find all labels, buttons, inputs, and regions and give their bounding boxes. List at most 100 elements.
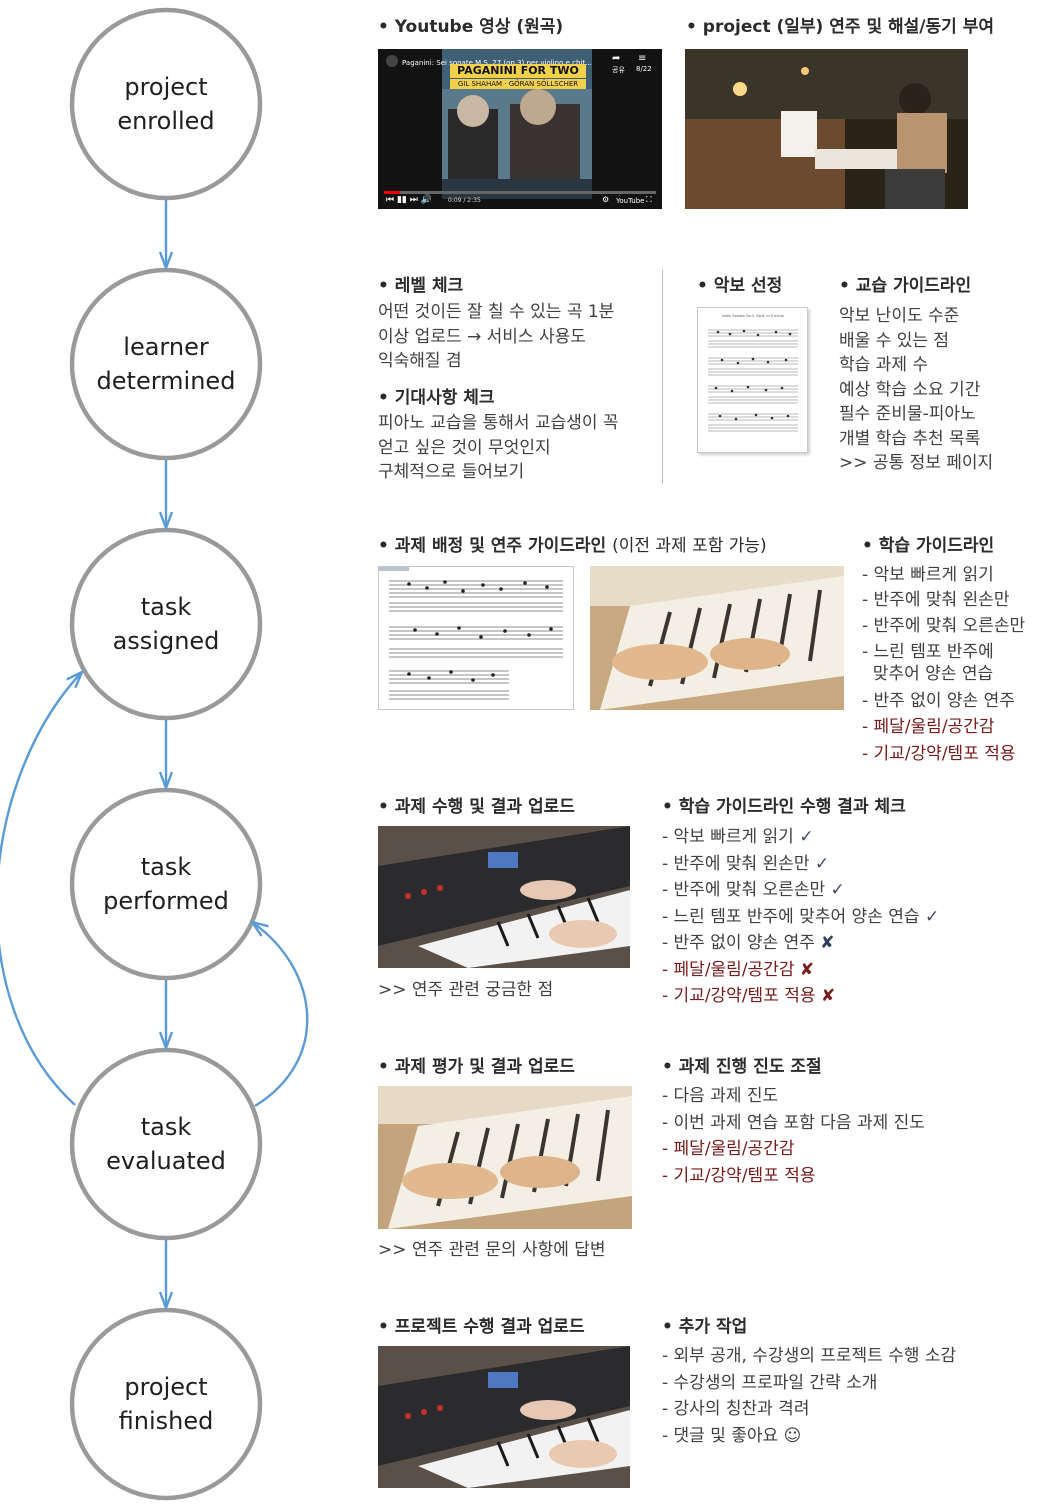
checkmark-icon: ✓	[924, 906, 940, 927]
stage-label-line: learner	[123, 333, 209, 361]
stage-label-line: project	[124, 1373, 208, 1401]
checkmark-icon: ✓	[814, 853, 830, 874]
stage-label-line: enrolled	[117, 107, 215, 135]
cross-icon: ✘	[820, 933, 835, 953]
performance-photo	[378, 826, 630, 968]
learning-guideline-heading: 학습 가이드라인	[862, 531, 994, 556]
share-icon[interactable]: ➦	[612, 53, 621, 64]
extra-work-item: - 외부 공개, 수강생의 프로젝트 수행 소감	[662, 1346, 957, 1366]
stage-label-project-finished: project finished	[70, 1370, 262, 1438]
learning-guideline-item: - 반주에 맞춰 왼손만	[862, 590, 1010, 610]
flow-diagram	[0, 7, 309, 1501]
stage-label-line: evaluated	[106, 1147, 226, 1175]
stage-circle-task-assigned	[69, 527, 263, 721]
project-demo-heading: project (일부) 연주 및 해설/동기 부여	[686, 12, 994, 37]
evaluation-photo	[378, 1086, 632, 1229]
expectation-check-heading: 기대사항 체크	[378, 383, 495, 408]
task-assignment-heading-main: 과제 배정 및 연주 가이드라인	[394, 536, 607, 556]
guideline-item: 학습 과제 수	[839, 355, 929, 375]
playlist-count: 8/22	[636, 65, 652, 73]
level-check-line: 익숙해질 겸	[378, 351, 462, 371]
guideline-check-list: - 악보 빠르게 읽기 ✓ - 반주에 맞춰 왼손만 ✓ - 반주에 맞춰 오른…	[662, 824, 939, 1010]
assigned-score-excerpt	[378, 566, 574, 710]
progress-item: - 이번 과제 연습 포함 다음 과제 진도	[662, 1112, 925, 1133]
learning-guideline-item: - 기교/강약/템포 적용	[862, 744, 1016, 764]
project-result-photo	[378, 1346, 630, 1488]
stage-circle-project-enrolled	[69, 7, 263, 201]
level-check-text: 어떤 것이든 잘 칠 수 있는 곡 1분 이상 업로드 → 서비스 사용도 익숙…	[378, 300, 614, 374]
check-item-text: - 반주에 맞춰 오른손만	[662, 880, 826, 900]
stage-circle-task-performed	[69, 787, 263, 981]
task-performance-heading: 과제 수행 및 결과 업로드	[378, 792, 575, 817]
piano-player-image	[685, 49, 968, 209]
common-info-page-link[interactable]: >> 공통 정보 페이지	[839, 453, 994, 473]
piano-hands-image	[378, 1086, 632, 1229]
check-item-text: - 느린 템포 반주에 맞추어 양손 연습	[662, 906, 920, 927]
learning-guideline-item: - 페달/울림/공간감	[862, 717, 995, 737]
learning-guideline-item: 맞추어 양손 연습	[862, 664, 994, 684]
album-artists: GIL SHAHAM · GÖRAN SÖLLSCHER	[450, 79, 586, 89]
learning-guideline-item: - 느린 템포 반주에	[862, 642, 994, 662]
performance-answer-link[interactable]: >> 연주 관련 문의 사항에 답변	[378, 1240, 606, 1260]
check-item: - 반주에 맞춰 오른손만 ✓	[662, 877, 939, 904]
expectation-check-text: 피아노 교습을 통해서 교습생이 꼭 얻고 싶은 것이 무엇인지 구체적으로 들…	[378, 411, 619, 485]
performance-question-link[interactable]: >> 연주 관련 궁금한 점	[378, 980, 554, 1000]
video-progress-bar[interactable]	[384, 191, 656, 194]
player-controls[interactable]: ⏮ ▮▮ ⏭ 🔊	[386, 195, 432, 205]
teaching-guideline-list: 악보 난이도 수준 배울 수 있는 점 학습 과제 수 예상 학습 소요 기간 …	[839, 304, 993, 476]
score-thumbnail: Violin Sonata Op.3, No.6, in E minor	[697, 307, 808, 453]
stage-circle-project-finished	[69, 1307, 263, 1501]
project-demo-photo	[685, 49, 968, 209]
settings-icon[interactable]: ⚙	[602, 195, 610, 204]
extra-work-item: - 수강생의 프로파일 간략 소개	[662, 1372, 878, 1393]
progress-item: - 페달/울림/공간감	[662, 1139, 795, 1159]
stage-label-line: task	[140, 1113, 192, 1141]
check-item-text: - 반주 없이 양손 연주	[662, 933, 815, 953]
checkmark-icon: ✓	[799, 827, 814, 847]
check-item: - 페달/울림/공간감 ✘	[662, 957, 939, 984]
check-item-text: - 페달/울림/공간감	[662, 959, 795, 980]
stage-label-learner-determined: learner determined	[70, 330, 262, 398]
share-label: 공유	[612, 66, 625, 74]
stage-label-line: finished	[118, 1407, 214, 1435]
cross-icon: ✘	[799, 959, 815, 980]
stage-label-line: project	[124, 73, 208, 101]
learning-guideline-item: - 반주 없이 양손 연주	[862, 691, 1015, 711]
checkmark-icon: ✓	[830, 880, 845, 900]
score-tab	[379, 567, 409, 571]
guideline-item: 악보 난이도 수준	[839, 306, 960, 326]
youtube-player[interactable]: Paganini: Sei sonate M.S. 27 (op.3) per …	[378, 49, 662, 209]
level-check-heading: 레벨 체크	[378, 271, 463, 296]
extra-work-list: - 외부 공개, 수강생의 프로젝트 수행 소감 - 수강생의 프로파일 간략 …	[662, 1343, 956, 1449]
score-staff-lines	[708, 329, 798, 432]
youtube-heading: Youtube 영상 (원곡)	[378, 12, 563, 37]
video-time: 0:09 / 2:35	[448, 197, 481, 204]
learning-guideline-list: - 악보 빠르게 읽기 - 반주에 맞춰 왼손만 - 반주에 맞춰 오른손만 -…	[862, 563, 1025, 768]
learning-guideline-item: - 반주에 맞춰 오른손만	[862, 616, 1026, 636]
fullscreen-icon[interactable]: ⛶	[646, 195, 652, 204]
video-title: Paganini: Sei sonate M.S. 27 (op.3) per …	[402, 59, 592, 67]
video-progress-fill	[384, 191, 401, 194]
extra-work-heading: 추가 작업	[662, 1312, 747, 1337]
level-check-line: 이상 업로드 → 서비스 사용도	[378, 326, 586, 347]
check-item: - 악보 빠르게 읽기 ✓	[662, 824, 939, 851]
piano-hands-image	[590, 566, 844, 710]
album-title: PAGANINI FOR TWO	[450, 64, 586, 78]
progress-adjustment-heading: 과제 진행 진도 조절	[662, 1052, 822, 1077]
extra-work-item: - 댓글 및 좋아요 ☺	[662, 1425, 802, 1446]
check-item: - 반주 없이 양손 연주 ✘	[662, 930, 939, 957]
youtube-logo: YouTube	[616, 197, 645, 205]
stage-label-line: assigned	[112, 627, 220, 655]
stage-label-task-performed: task performed	[70, 850, 262, 918]
channel-avatar	[386, 55, 398, 67]
keyboard-hands-image	[378, 826, 630, 968]
playlist-icon[interactable]: ≡	[638, 53, 647, 64]
guideline-item: 배울 수 있는 점	[839, 330, 950, 351]
stage-circle-task-evaluated	[69, 1047, 263, 1241]
progress-adjustment-list: - 다음 과제 진도 - 이번 과제 연습 포함 다음 과제 진도 - 페달/울…	[662, 1083, 925, 1189]
expectation-line: 피아노 교습을 통해서 교습생이 꼭	[378, 413, 619, 433]
project-result-heading: 프로젝트 수행 결과 업로드	[378, 1312, 585, 1337]
stage-label-line: determined	[96, 367, 236, 395]
check-item: - 기교/강약/템포 적용 ✘	[662, 983, 939, 1010]
keyboard-hands-image	[378, 1346, 630, 1488]
